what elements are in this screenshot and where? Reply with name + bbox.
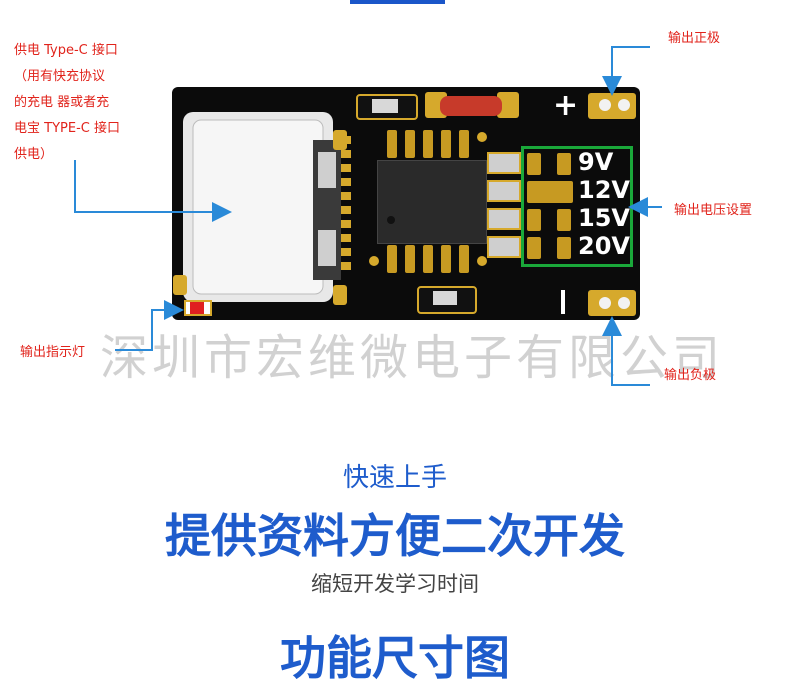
typec-input-annotation: 供电 Type-C 接口 （用有快充协议 的充电 器或者充 电宝 TYPE-C …: [14, 43, 120, 162]
select-pad-bridged: [527, 181, 573, 203]
voltage-label-15v: 15V: [578, 204, 630, 232]
section-caption: 缩短开发学习时间: [311, 572, 479, 596]
select-pad: [527, 237, 541, 259]
annotation-arrows: [74, 46, 662, 386]
terminal-hole: [618, 297, 630, 309]
diode-pad: [497, 92, 519, 118]
chip-pin: [459, 130, 469, 158]
chip-pin: [387, 130, 397, 158]
resistor-array: [487, 152, 521, 260]
mount-pad: [173, 275, 187, 295]
diode: [440, 96, 502, 116]
chip-pin: [441, 130, 451, 158]
chip-dot: [387, 216, 395, 224]
positive-output-annotation: 输出正极: [668, 31, 721, 46]
select-pad: [557, 237, 571, 259]
via: [477, 132, 487, 142]
chip-pin: [423, 130, 433, 158]
select-pad: [557, 209, 571, 231]
top-accent-bar: [350, 0, 445, 4]
chip-pin: [459, 245, 469, 273]
chip-pin: [405, 245, 415, 273]
terminal-hole: [618, 99, 630, 111]
ic-chip: [377, 160, 487, 244]
terminal-hole: [599, 99, 611, 111]
voltage-label-9v: 9V: [578, 148, 614, 176]
chip-pin: [423, 245, 433, 273]
voltage-label-20v: 20V: [578, 232, 630, 260]
select-pad: [527, 209, 541, 231]
mount-pad: [333, 285, 347, 305]
via: [369, 256, 379, 266]
company-watermark: 深圳市宏维微电子有限公司: [100, 330, 725, 386]
chip-pin: [387, 245, 397, 273]
terminal-hole: [599, 297, 611, 309]
select-pad: [557, 153, 571, 175]
minus-mark: [561, 290, 565, 314]
indicator-annotation: 输出指示灯: [20, 345, 86, 360]
dimension-diagram-title: 功能尺寸图: [280, 631, 510, 685]
voltage-setting-annotation: 输出电压设置: [674, 203, 753, 218]
capacitor: [433, 291, 457, 305]
capacitor-footprint: [417, 286, 477, 314]
chip-pin: [441, 245, 451, 273]
via: [477, 256, 487, 266]
negative-output-annotation: 输出负极: [664, 368, 717, 383]
usb-c-port: [183, 112, 351, 302]
voltage-label-12v: 12V: [578, 176, 630, 204]
led-indicator: [190, 302, 204, 314]
plus-mark: +: [553, 88, 579, 123]
quick-start-subtitle: 快速上手: [342, 463, 447, 493]
select-pad: [527, 153, 541, 175]
chip-pin: [405, 130, 415, 158]
mount-pad: [333, 130, 347, 150]
resistor: [372, 99, 398, 113]
section-title: 提供资料方便二次开发: [165, 509, 625, 563]
